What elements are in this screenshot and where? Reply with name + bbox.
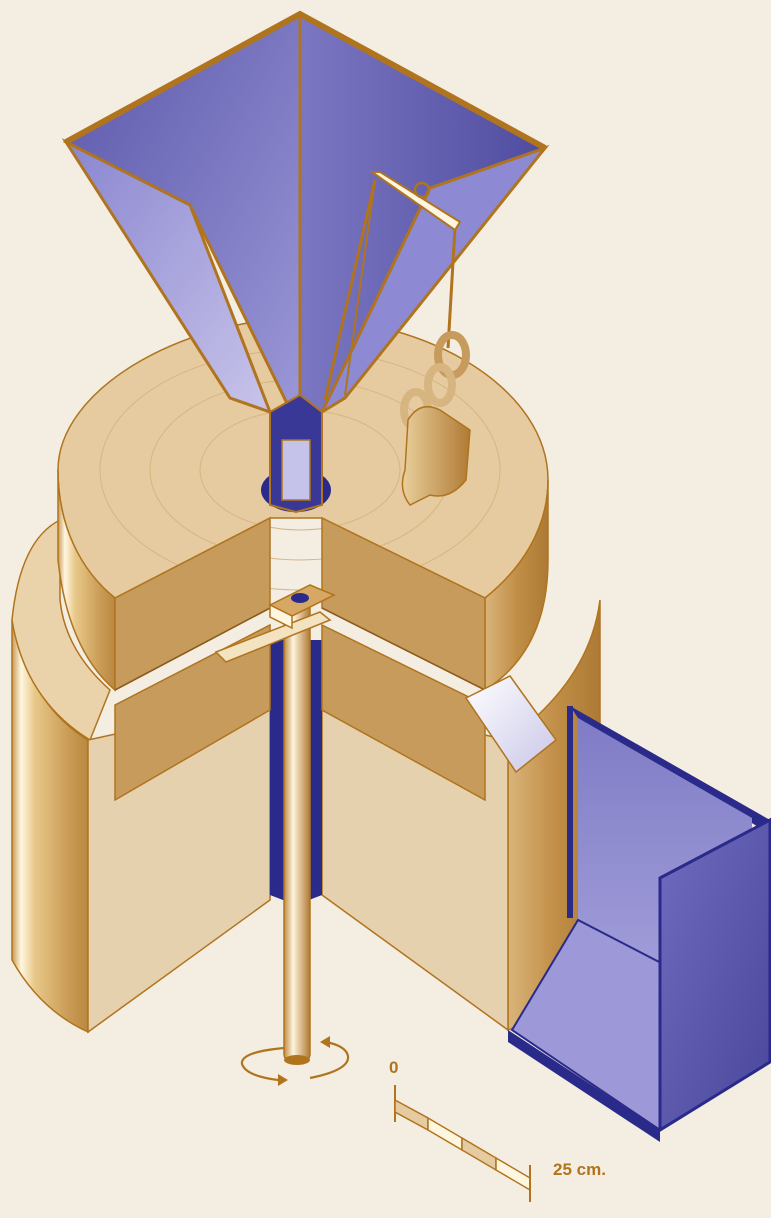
spindle-shaft	[284, 600, 310, 1062]
scale-end-label: 25 cm.	[553, 1160, 606, 1180]
spindle	[284, 600, 310, 1065]
hopper-spout	[282, 440, 310, 500]
scale-segments	[395, 1100, 530, 1190]
scale-bar	[395, 1085, 530, 1202]
scale-start-label: 0	[389, 1058, 398, 1078]
